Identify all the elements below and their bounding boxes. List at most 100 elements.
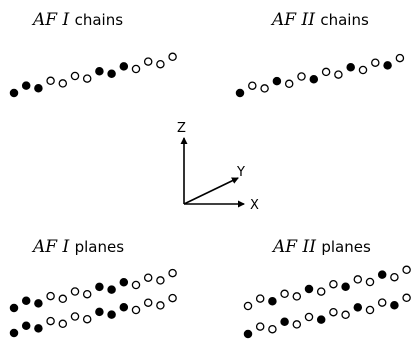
filled-atom bbox=[377, 270, 387, 279]
open-atom bbox=[131, 280, 141, 290]
af1-plane-row-1 bbox=[9, 268, 177, 313]
open-atom bbox=[82, 74, 92, 83]
open-atom bbox=[143, 57, 153, 66]
open-atom bbox=[156, 276, 165, 285]
filled-atom bbox=[34, 299, 43, 308]
filled-atom bbox=[95, 66, 104, 76]
filled-atom bbox=[34, 83, 43, 93]
af2-chains-title-roman: AF II bbox=[272, 10, 315, 30]
af2-planes-title-word: planes bbox=[321, 238, 371, 256]
open-atom bbox=[58, 294, 68, 304]
open-atom bbox=[341, 310, 350, 320]
open-atom bbox=[143, 298, 153, 307]
af1-chain-row bbox=[9, 52, 177, 98]
open-atom bbox=[255, 294, 265, 303]
filled-atom bbox=[235, 88, 245, 98]
open-atom bbox=[143, 273, 153, 282]
y-axis-label: Y bbox=[236, 165, 245, 180]
filled-atom bbox=[9, 88, 19, 98]
filled-atom bbox=[21, 296, 31, 305]
open-atom bbox=[395, 53, 405, 63]
open-atom bbox=[371, 58, 380, 67]
open-atom bbox=[82, 289, 92, 299]
open-atom bbox=[292, 320, 302, 329]
filled-atom bbox=[309, 74, 319, 84]
open-atom bbox=[329, 279, 338, 289]
open-atom bbox=[377, 298, 387, 307]
open-atom bbox=[292, 292, 302, 301]
open-atom bbox=[316, 287, 326, 296]
filled-atom bbox=[353, 303, 363, 312]
af2-chains-title: AF II chains bbox=[272, 10, 369, 30]
open-atom bbox=[131, 64, 141, 74]
open-atom bbox=[248, 81, 257, 90]
open-atom bbox=[46, 76, 55, 86]
filled-atom bbox=[119, 303, 129, 312]
open-atom bbox=[365, 277, 375, 287]
open-atom bbox=[168, 293, 177, 303]
af1-planes-title-word: planes bbox=[74, 238, 125, 256]
filled-atom bbox=[316, 315, 326, 324]
filled-atom bbox=[9, 328, 19, 338]
open-atom bbox=[46, 291, 55, 301]
open-atom bbox=[82, 314, 92, 324]
filled-atom bbox=[119, 62, 129, 71]
filled-atom bbox=[107, 69, 116, 79]
coordinate-axes: Z X Y bbox=[177, 121, 259, 213]
filled-atom bbox=[9, 303, 19, 313]
open-atom bbox=[156, 301, 165, 310]
af2-plane-row-1 bbox=[243, 265, 411, 311]
y-axis bbox=[183, 177, 239, 205]
open-atom bbox=[284, 79, 294, 89]
x-axis-label: X bbox=[250, 198, 259, 213]
filled-atom bbox=[95, 307, 104, 317]
open-atom bbox=[46, 316, 55, 326]
af2-planes-title-roman: AF II bbox=[273, 237, 316, 257]
z-axis-label: Z bbox=[177, 121, 186, 136]
open-atom bbox=[353, 275, 363, 284]
af2-chain-row bbox=[235, 53, 405, 98]
open-atom bbox=[304, 312, 314, 322]
filled-atom bbox=[390, 300, 399, 310]
atom-rows bbox=[9, 52, 411, 339]
filled-atom bbox=[21, 321, 31, 330]
filled-atom bbox=[341, 282, 350, 292]
af1-plane-row-2 bbox=[9, 293, 177, 338]
filled-atom bbox=[107, 310, 116, 319]
open-atom bbox=[365, 305, 375, 315]
af2-planes-title: AF II planes bbox=[273, 237, 371, 257]
filled-atom bbox=[21, 81, 31, 90]
open-atom bbox=[321, 67, 331, 77]
open-atom bbox=[58, 319, 68, 329]
open-atom bbox=[70, 71, 80, 81]
open-atom bbox=[260, 84, 269, 93]
af2-plane-row-2 bbox=[243, 293, 411, 339]
open-atom bbox=[243, 301, 253, 311]
af1-chains-title-word: chains bbox=[74, 11, 124, 29]
filled-atom bbox=[304, 284, 314, 294]
open-atom bbox=[168, 52, 177, 62]
filled-atom bbox=[383, 61, 392, 70]
filled-atom bbox=[95, 282, 104, 292]
open-atom bbox=[390, 272, 399, 282]
open-atom bbox=[297, 72, 306, 81]
filled-atom bbox=[346, 63, 355, 72]
open-atom bbox=[70, 312, 80, 321]
open-atom bbox=[334, 70, 343, 79]
af2-chains-title-word: chains bbox=[320, 11, 369, 29]
filled-atom bbox=[272, 76, 282, 86]
af1-planes-title: AF I planes bbox=[33, 237, 124, 257]
filled-atom bbox=[119, 278, 129, 287]
filled-atom bbox=[243, 329, 253, 339]
filled-atom bbox=[107, 285, 116, 294]
af1-planes-title-roman: AF I bbox=[33, 237, 70, 257]
open-atom bbox=[402, 293, 411, 303]
open-atom bbox=[358, 65, 368, 75]
open-atom bbox=[329, 307, 338, 317]
af1-chains-title-roman: AF I bbox=[33, 10, 70, 30]
filled-atom bbox=[268, 296, 277, 306]
filled-atom bbox=[280, 317, 289, 327]
open-atom bbox=[156, 59, 165, 69]
open-atom bbox=[58, 79, 68, 88]
